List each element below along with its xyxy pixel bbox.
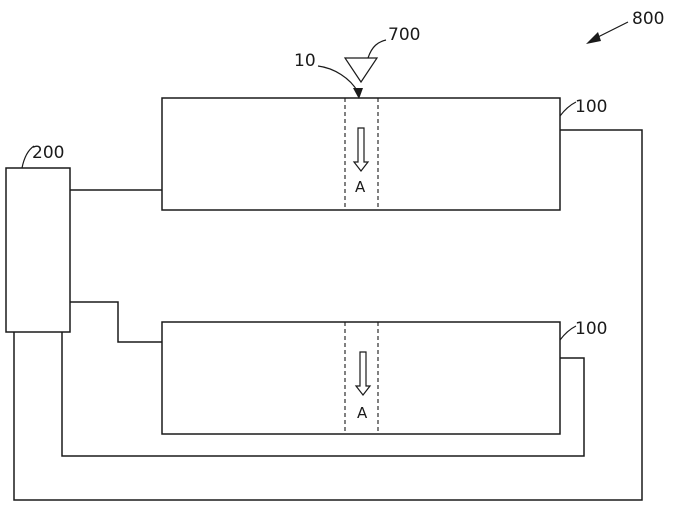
loop-bottom-module-return <box>62 332 584 456</box>
element-leader <box>318 66 358 92</box>
system-arrowhead <box>586 32 601 44</box>
source-triangle <box>345 58 377 82</box>
direction-arrow-top <box>354 128 368 171</box>
direction-label-bottom: A <box>357 404 368 422</box>
module-bottom-leader <box>560 326 576 340</box>
module-bottom-label: 100 <box>575 319 607 339</box>
module-top-leader <box>560 102 576 116</box>
direction-arrow-bottom <box>356 352 370 395</box>
element-label: 10 <box>294 51 316 71</box>
controller-label: 200 <box>32 143 64 163</box>
source-leader <box>368 40 386 58</box>
controller-box <box>6 168 70 332</box>
loop-top-module-return <box>14 130 642 500</box>
direction-label-top: A <box>355 178 366 196</box>
link-controller-bottom-module <box>70 302 162 342</box>
source-label: 700 <box>388 25 420 45</box>
module-top-label: 100 <box>575 97 607 117</box>
system-label: 800 <box>632 9 664 29</box>
